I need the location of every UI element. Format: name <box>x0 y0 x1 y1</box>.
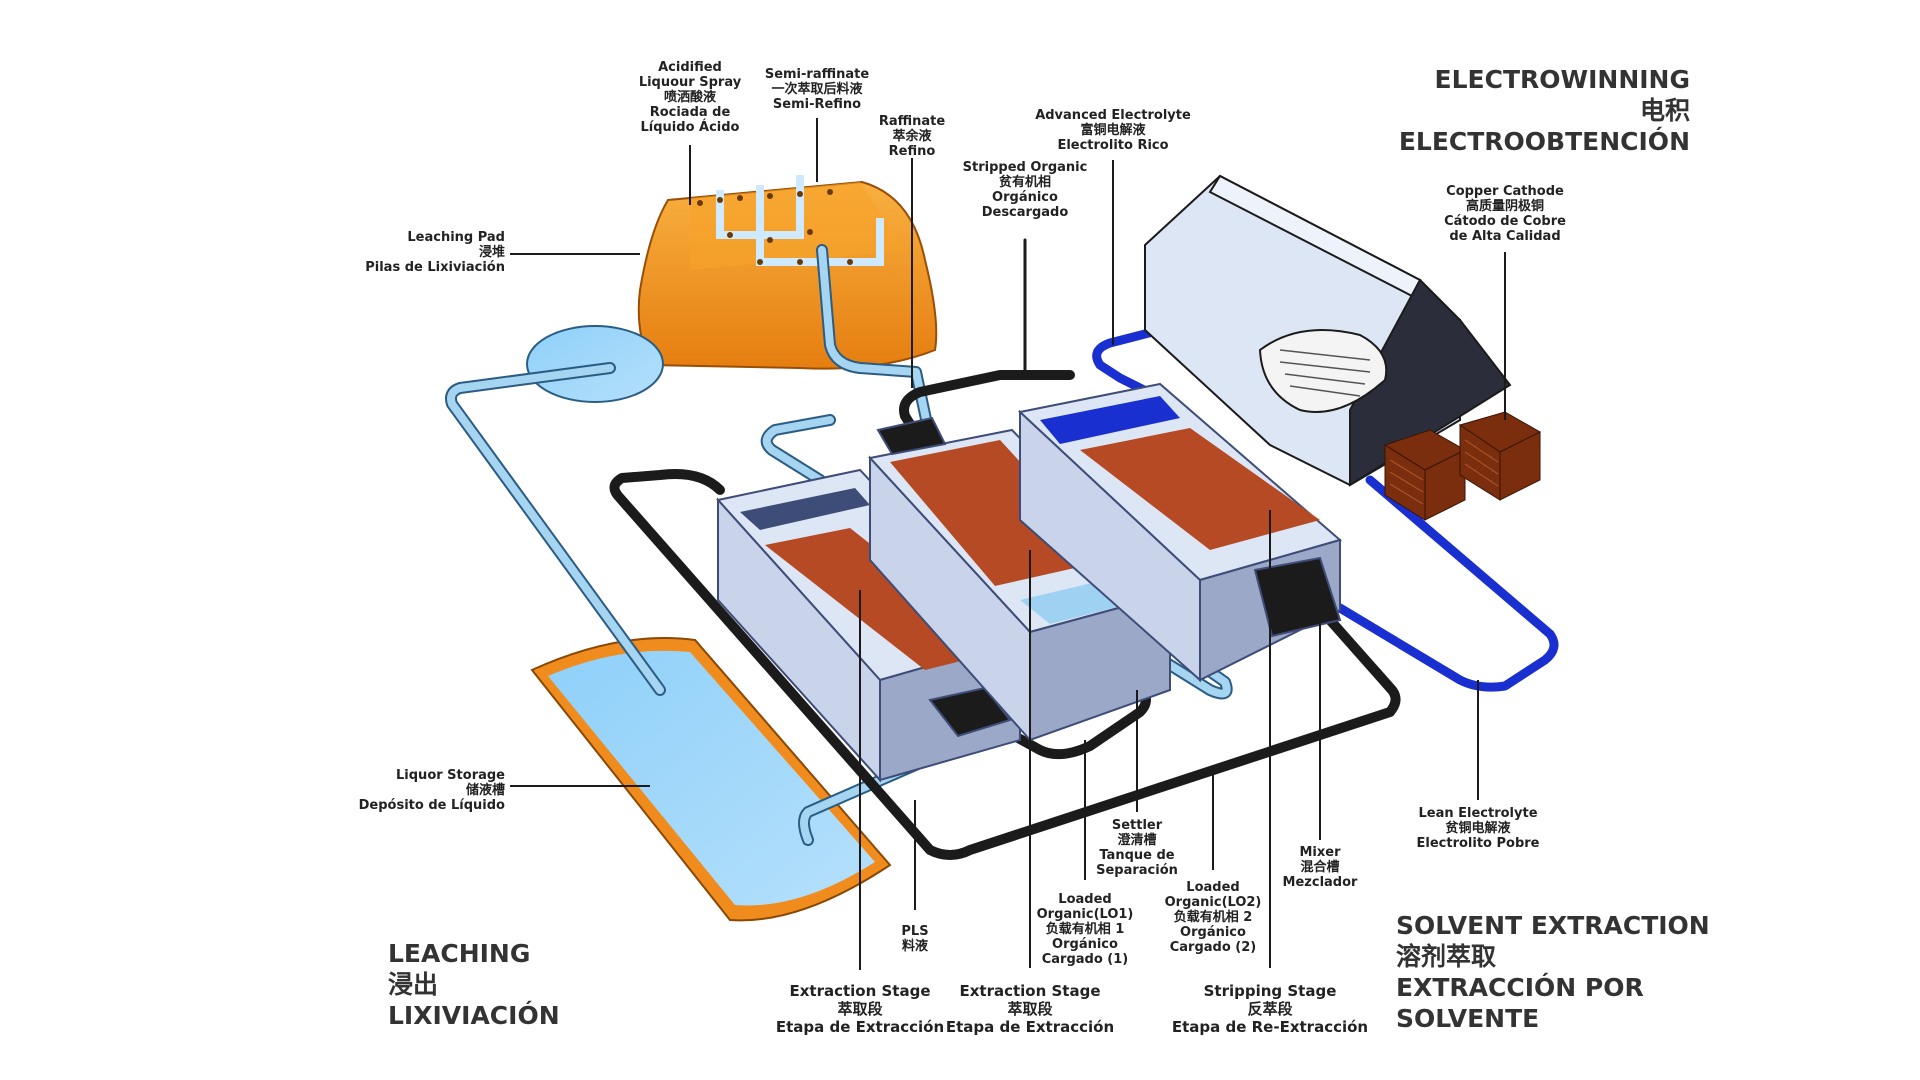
copper-cathode-stacks <box>1383 411 1542 521</box>
stripping-tank <box>1017 382 1343 683</box>
leaching-heap <box>637 175 938 370</box>
leader-lines <box>510 118 1506 970</box>
section-solvent-extraction: SOLVENT EXTRACTION 溶剂萃取 EXTRACCIÓN POR S… <box>1396 911 1710 1033</box>
electrolyte-pipes <box>1092 320 1559 692</box>
electrowinning-building <box>1144 174 1512 487</box>
section-leaching: LEACHING 浸出 LIXIVIACIÓN <box>388 939 560 1030</box>
solution-pipes <box>445 244 1233 846</box>
organic-pipes <box>609 238 1401 860</box>
section-electrowinning: ELECTROWINNING 电积 ELECTROOBTENCIÓN <box>1398 65 1690 156</box>
liquor-storage-pool <box>530 637 892 922</box>
